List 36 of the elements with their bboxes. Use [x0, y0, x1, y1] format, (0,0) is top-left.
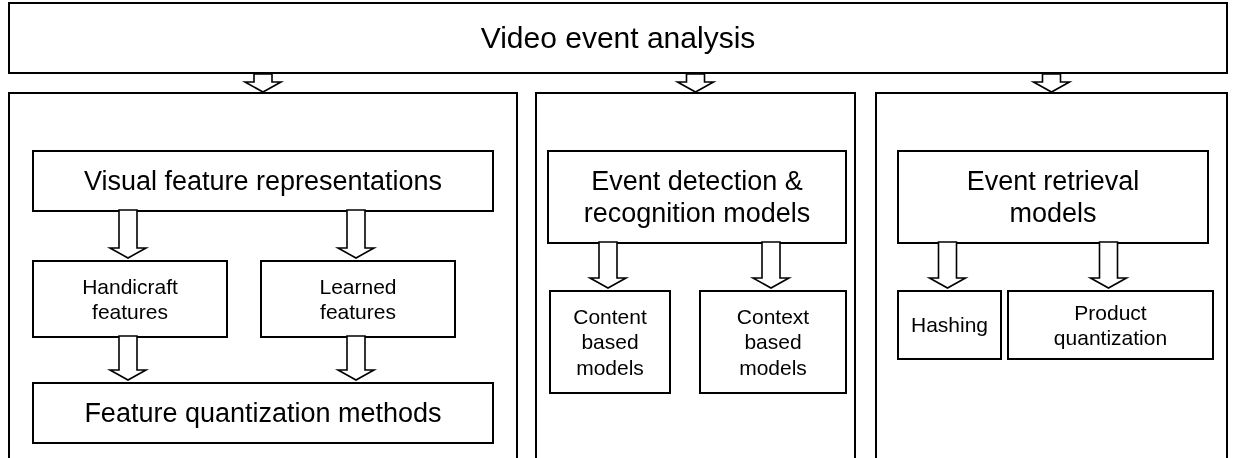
- block-arrow: [674, 73, 717, 93]
- block-arrow: [241, 73, 285, 93]
- group-panel: [875, 92, 1228, 458]
- process-box: [32, 382, 494, 444]
- process-box: [897, 150, 1209, 244]
- box-label: Product quantization: [1052, 299, 1169, 351]
- process-box: [32, 260, 228, 338]
- process-box: [549, 290, 671, 394]
- box-label: Learned features: [318, 273, 398, 325]
- process-box: [1007, 290, 1214, 360]
- box-label: Event detection & recognition models: [582, 164, 812, 230]
- group-panel: [535, 92, 856, 458]
- block-arrow: [106, 335, 150, 381]
- block-arrow: [926, 241, 969, 289]
- box-label: Content based models: [572, 304, 648, 380]
- block-arrow: [106, 209, 150, 259]
- block-arrow: [334, 335, 378, 381]
- box-label: Visual feature representations: [83, 164, 443, 198]
- box-label: Feature quantization methods: [84, 396, 442, 430]
- box-label: Context based models: [735, 304, 811, 380]
- process-box: [260, 260, 456, 338]
- group-panel: [8, 92, 518, 458]
- block-arrow: [749, 241, 793, 289]
- process-box: [699, 290, 847, 394]
- process-box: [32, 150, 494, 212]
- box-label: Video event analysis: [480, 20, 756, 56]
- process-box: [897, 290, 1002, 360]
- block-arrow: [586, 241, 630, 289]
- process-box: [8, 2, 1228, 74]
- block-arrow: [1087, 241, 1130, 289]
- box-label: Handicraft features: [81, 273, 179, 325]
- process-box: [547, 150, 847, 244]
- box-label: Hashing: [910, 312, 989, 338]
- box-label: Event retrieval models: [965, 164, 1141, 230]
- block-arrow: [1030, 73, 1073, 93]
- block-arrow: [334, 209, 378, 259]
